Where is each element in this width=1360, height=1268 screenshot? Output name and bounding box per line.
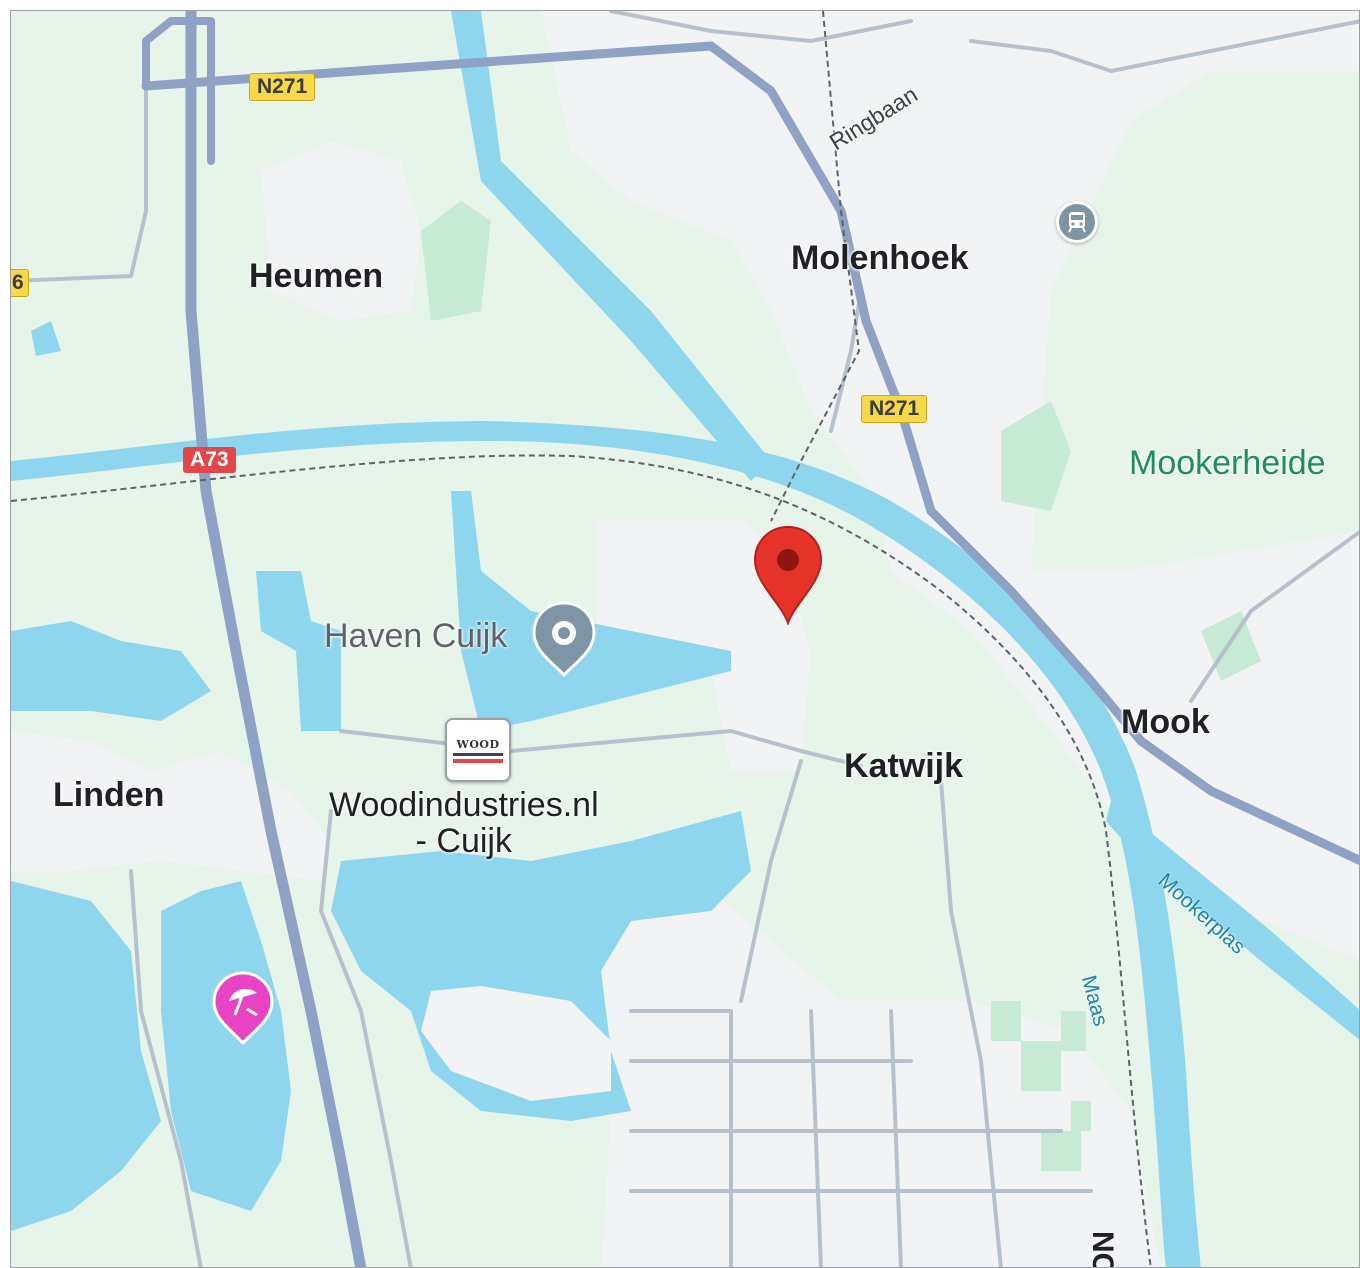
road-shield-edge-left: 6 — [11, 269, 29, 297]
green-patches — [421, 201, 1261, 1171]
woodindustries-logo-icon[interactable]: WOOD — [445, 718, 511, 782]
place-label-katwijk: Katwijk — [844, 747, 964, 785]
poi-label-haven-cuijk[interactable]: Haven Cuijk — [324, 617, 508, 655]
harbor-island — [421, 986, 611, 1101]
railway — [11, 11, 1152, 1267]
road-label-edge-bottom: NC — [1086, 1231, 1119, 1268]
poi-label-woodindustries[interactable]: Woodindustries.nl - Cuijk — [329, 787, 599, 859]
harbor-pin-icon[interactable] — [531, 601, 597, 677]
poi-label-woodindustries-line2: - Cuijk — [415, 822, 512, 860]
map-view[interactable]: Heumen Molenhoek Mook Katwijk Linden Moo… — [10, 10, 1360, 1268]
wood-logo-text: WOOD — [456, 738, 500, 751]
minor-roads — [11, 11, 1359, 1267]
place-label-heumen: Heumen — [249, 257, 384, 295]
red-map-pin-icon[interactable] — [753, 525, 823, 625]
place-label-linden: Linden — [53, 776, 165, 814]
park-label-mookerheide: Mookerheide — [1129, 444, 1326, 482]
highways — [141, 11, 1359, 1267]
beach-umbrella-icon[interactable] — [211, 971, 275, 1045]
road-shield-n271-north: N271 — [249, 73, 316, 101]
road-shield-a73: A73 — [183, 447, 236, 473]
train-station-icon[interactable] — [1056, 201, 1098, 243]
road-shield-n271-mid: N271 — [861, 395, 928, 423]
wood-logo-stripe — [453, 759, 503, 763]
place-label-molenhoek: Molenhoek — [791, 239, 969, 277]
map-canvas[interactable] — [11, 11, 1360, 1268]
poi-label-woodindustries-line1: Woodindustries.nl — [329, 786, 599, 824]
urban-areas — [11, 11, 1359, 1267]
place-label-mook: Mook — [1121, 703, 1210, 741]
wood-logo-line — [453, 753, 503, 756]
